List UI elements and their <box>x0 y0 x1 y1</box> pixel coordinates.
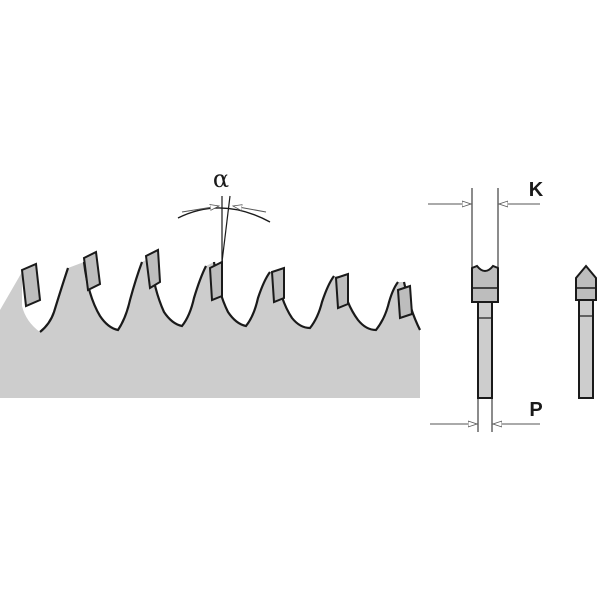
angle-arrow-right <box>233 206 267 213</box>
tooth-tip-front <box>471 264 499 303</box>
blade-side-view <box>0 248 421 398</box>
alternate-tooth-front-view <box>575 264 597 399</box>
plate-label: P <box>529 399 542 421</box>
tooth <box>144 248 162 290</box>
angle-arc <box>177 207 271 223</box>
tooth <box>396 284 414 320</box>
alpha-label: α <box>213 165 229 193</box>
tooth <box>20 262 42 308</box>
tooth <box>208 260 223 302</box>
tooth <box>334 272 349 310</box>
angle-arrow-left <box>181 206 219 213</box>
gullet-outline <box>39 257 421 333</box>
tooth <box>82 250 102 292</box>
pointed-tooth-tip <box>575 264 597 301</box>
pointed-plate-body <box>578 299 594 399</box>
blade-front-view: K P <box>428 179 544 432</box>
plate-body <box>477 301 493 399</box>
tooth <box>270 266 285 304</box>
blade-body <box>0 258 420 398</box>
kerf-label: K <box>529 179 544 201</box>
hook-angle-indicator: α <box>177 165 271 263</box>
angle-ray-tooth <box>221 195 231 263</box>
